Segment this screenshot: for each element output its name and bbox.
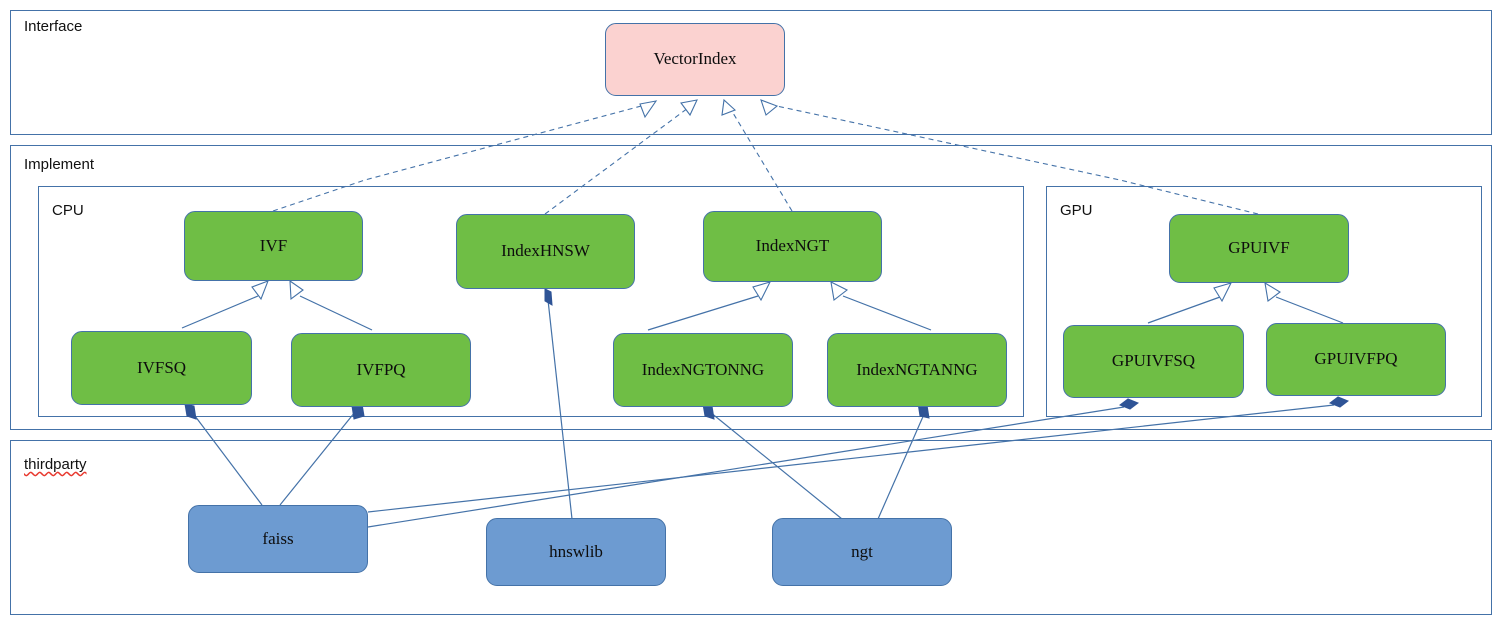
node-gpuivfsq[interactable]: GPUIVFSQ [1063,325,1244,398]
node-indexngtonng[interactable]: IndexNGTONNG [613,333,793,407]
node-indexngtanng[interactable]: IndexNGTANNG [827,333,1007,407]
node-hnswlib[interactable]: hnswlib [486,518,666,586]
node-ivfpq[interactable]: IVFPQ [291,333,471,407]
group-label-thirdparty: thirdparty [24,456,87,473]
node-indexhnsw[interactable]: IndexHNSW [456,214,635,289]
group-label-gpu: GPU [1060,202,1093,219]
node-ngt[interactable]: ngt [772,518,952,586]
node-ivfsq[interactable]: IVFSQ [71,331,252,405]
group-label-interface: Interface [24,18,83,35]
group-label-cpu: CPU [52,202,84,219]
node-gpuivf[interactable]: GPUIVF [1169,214,1349,283]
node-indexngt[interactable]: IndexNGT [703,211,882,282]
group-label-implement: Implement [24,156,95,173]
node-ivf[interactable]: IVF [184,211,363,281]
node-faiss[interactable]: faiss [188,505,368,573]
node-vectorindex[interactable]: VectorIndex [605,23,785,96]
node-gpuivfpq[interactable]: GPUIVFPQ [1266,323,1446,396]
